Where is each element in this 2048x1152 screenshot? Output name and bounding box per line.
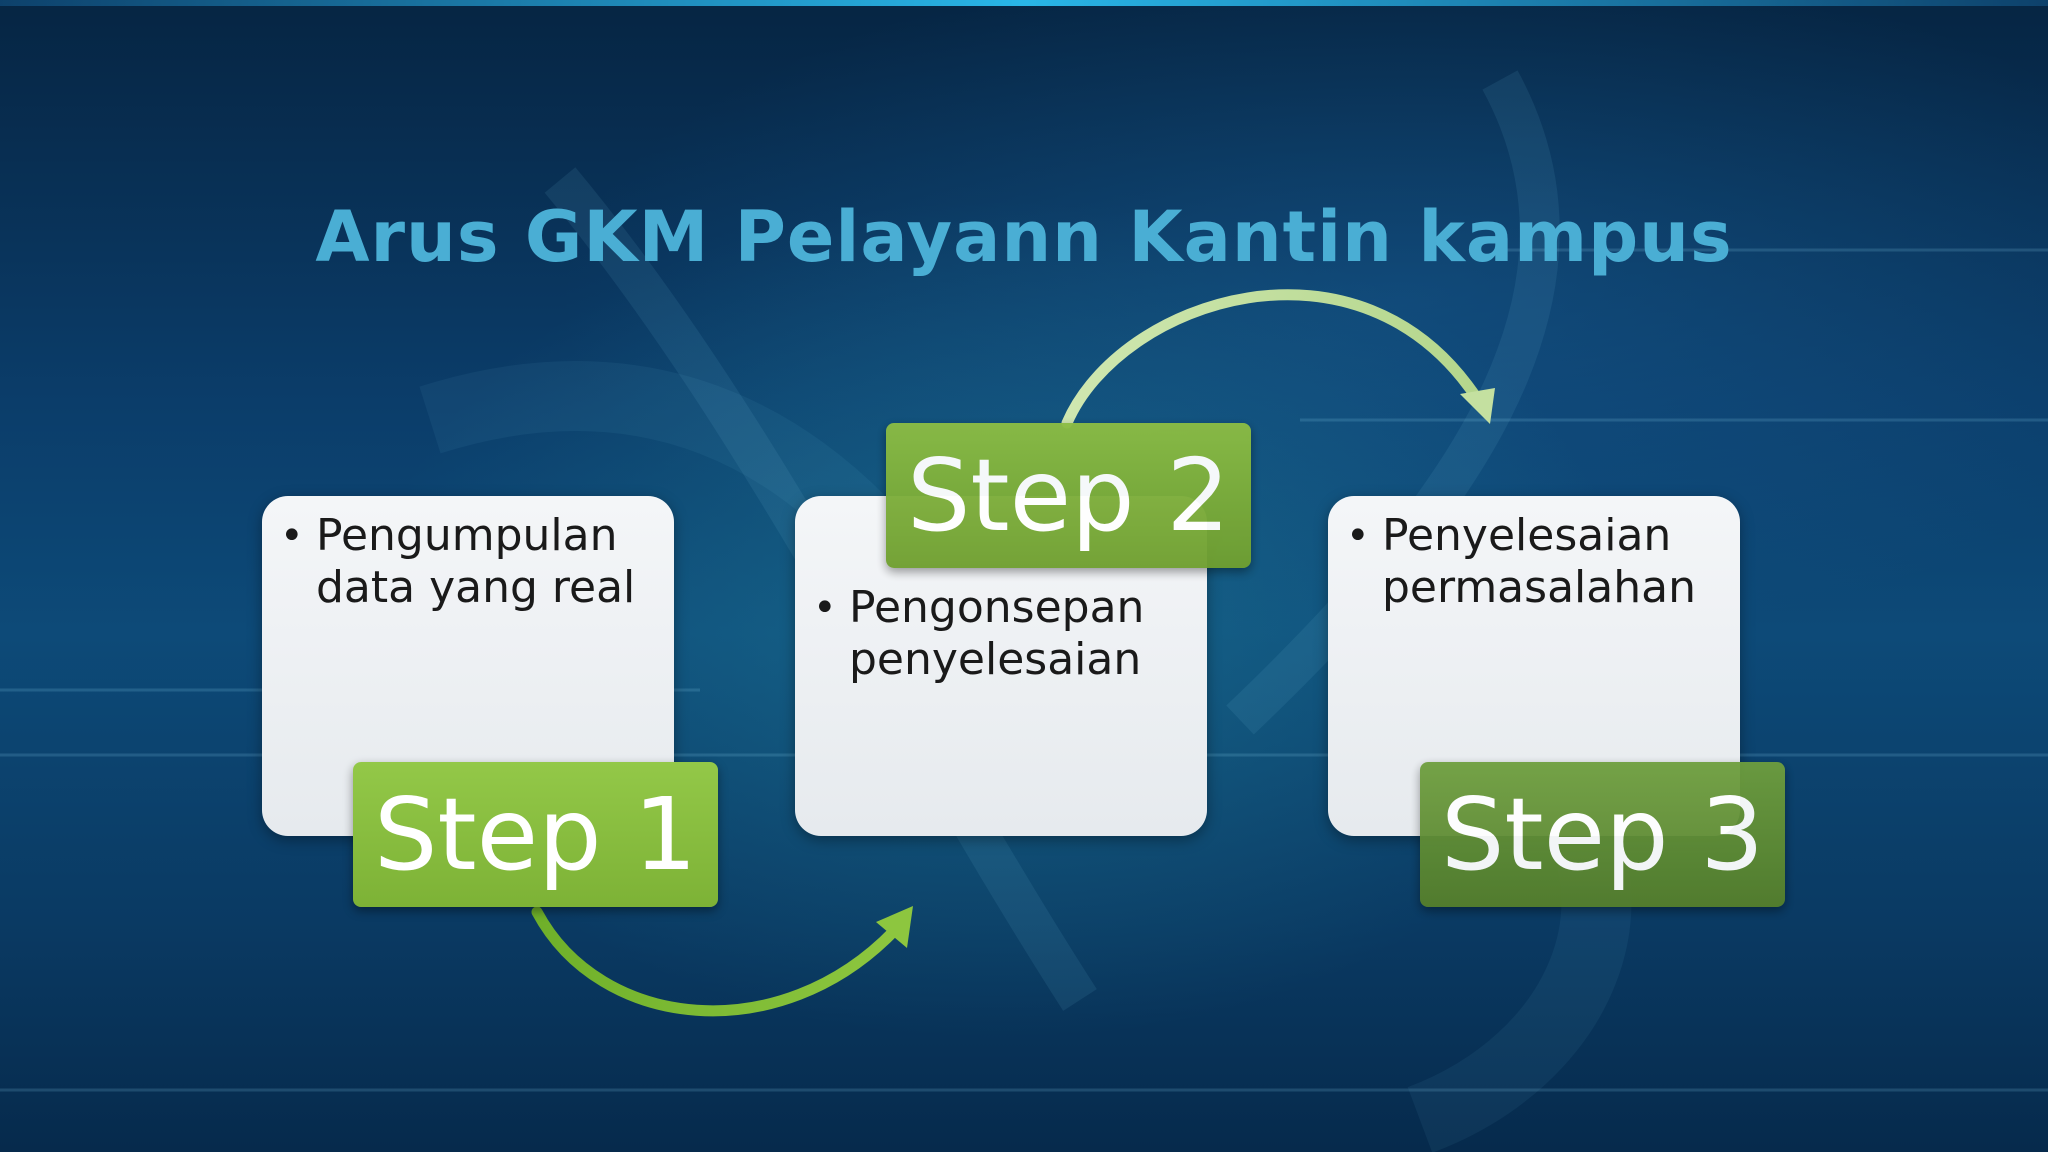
step-3-label: Step 3 <box>1420 762 1785 907</box>
step-2-list: Pengonsepan penyelesaian <box>795 582 1207 686</box>
slide-title: Arus GKM Pelayann Kantin kampus <box>315 196 1733 278</box>
bg-swirl-4 <box>419 361 885 545</box>
step-1-text: Pengumpulan data yang real <box>262 510 674 614</box>
step-2-label: Step 2 <box>886 423 1251 568</box>
top-glow-line <box>0 0 2048 6</box>
step-3-text: Penyelesaian permasalahan <box>1328 510 1740 614</box>
step-3-list: Penyelesaian permasalahan <box>1328 510 1740 614</box>
step-2-text: Pengonsepan penyelesaian <box>795 582 1207 686</box>
step-1-label: Step 1 <box>353 762 718 907</box>
step-1-list: Pengumpulan data yang real <box>262 510 674 614</box>
